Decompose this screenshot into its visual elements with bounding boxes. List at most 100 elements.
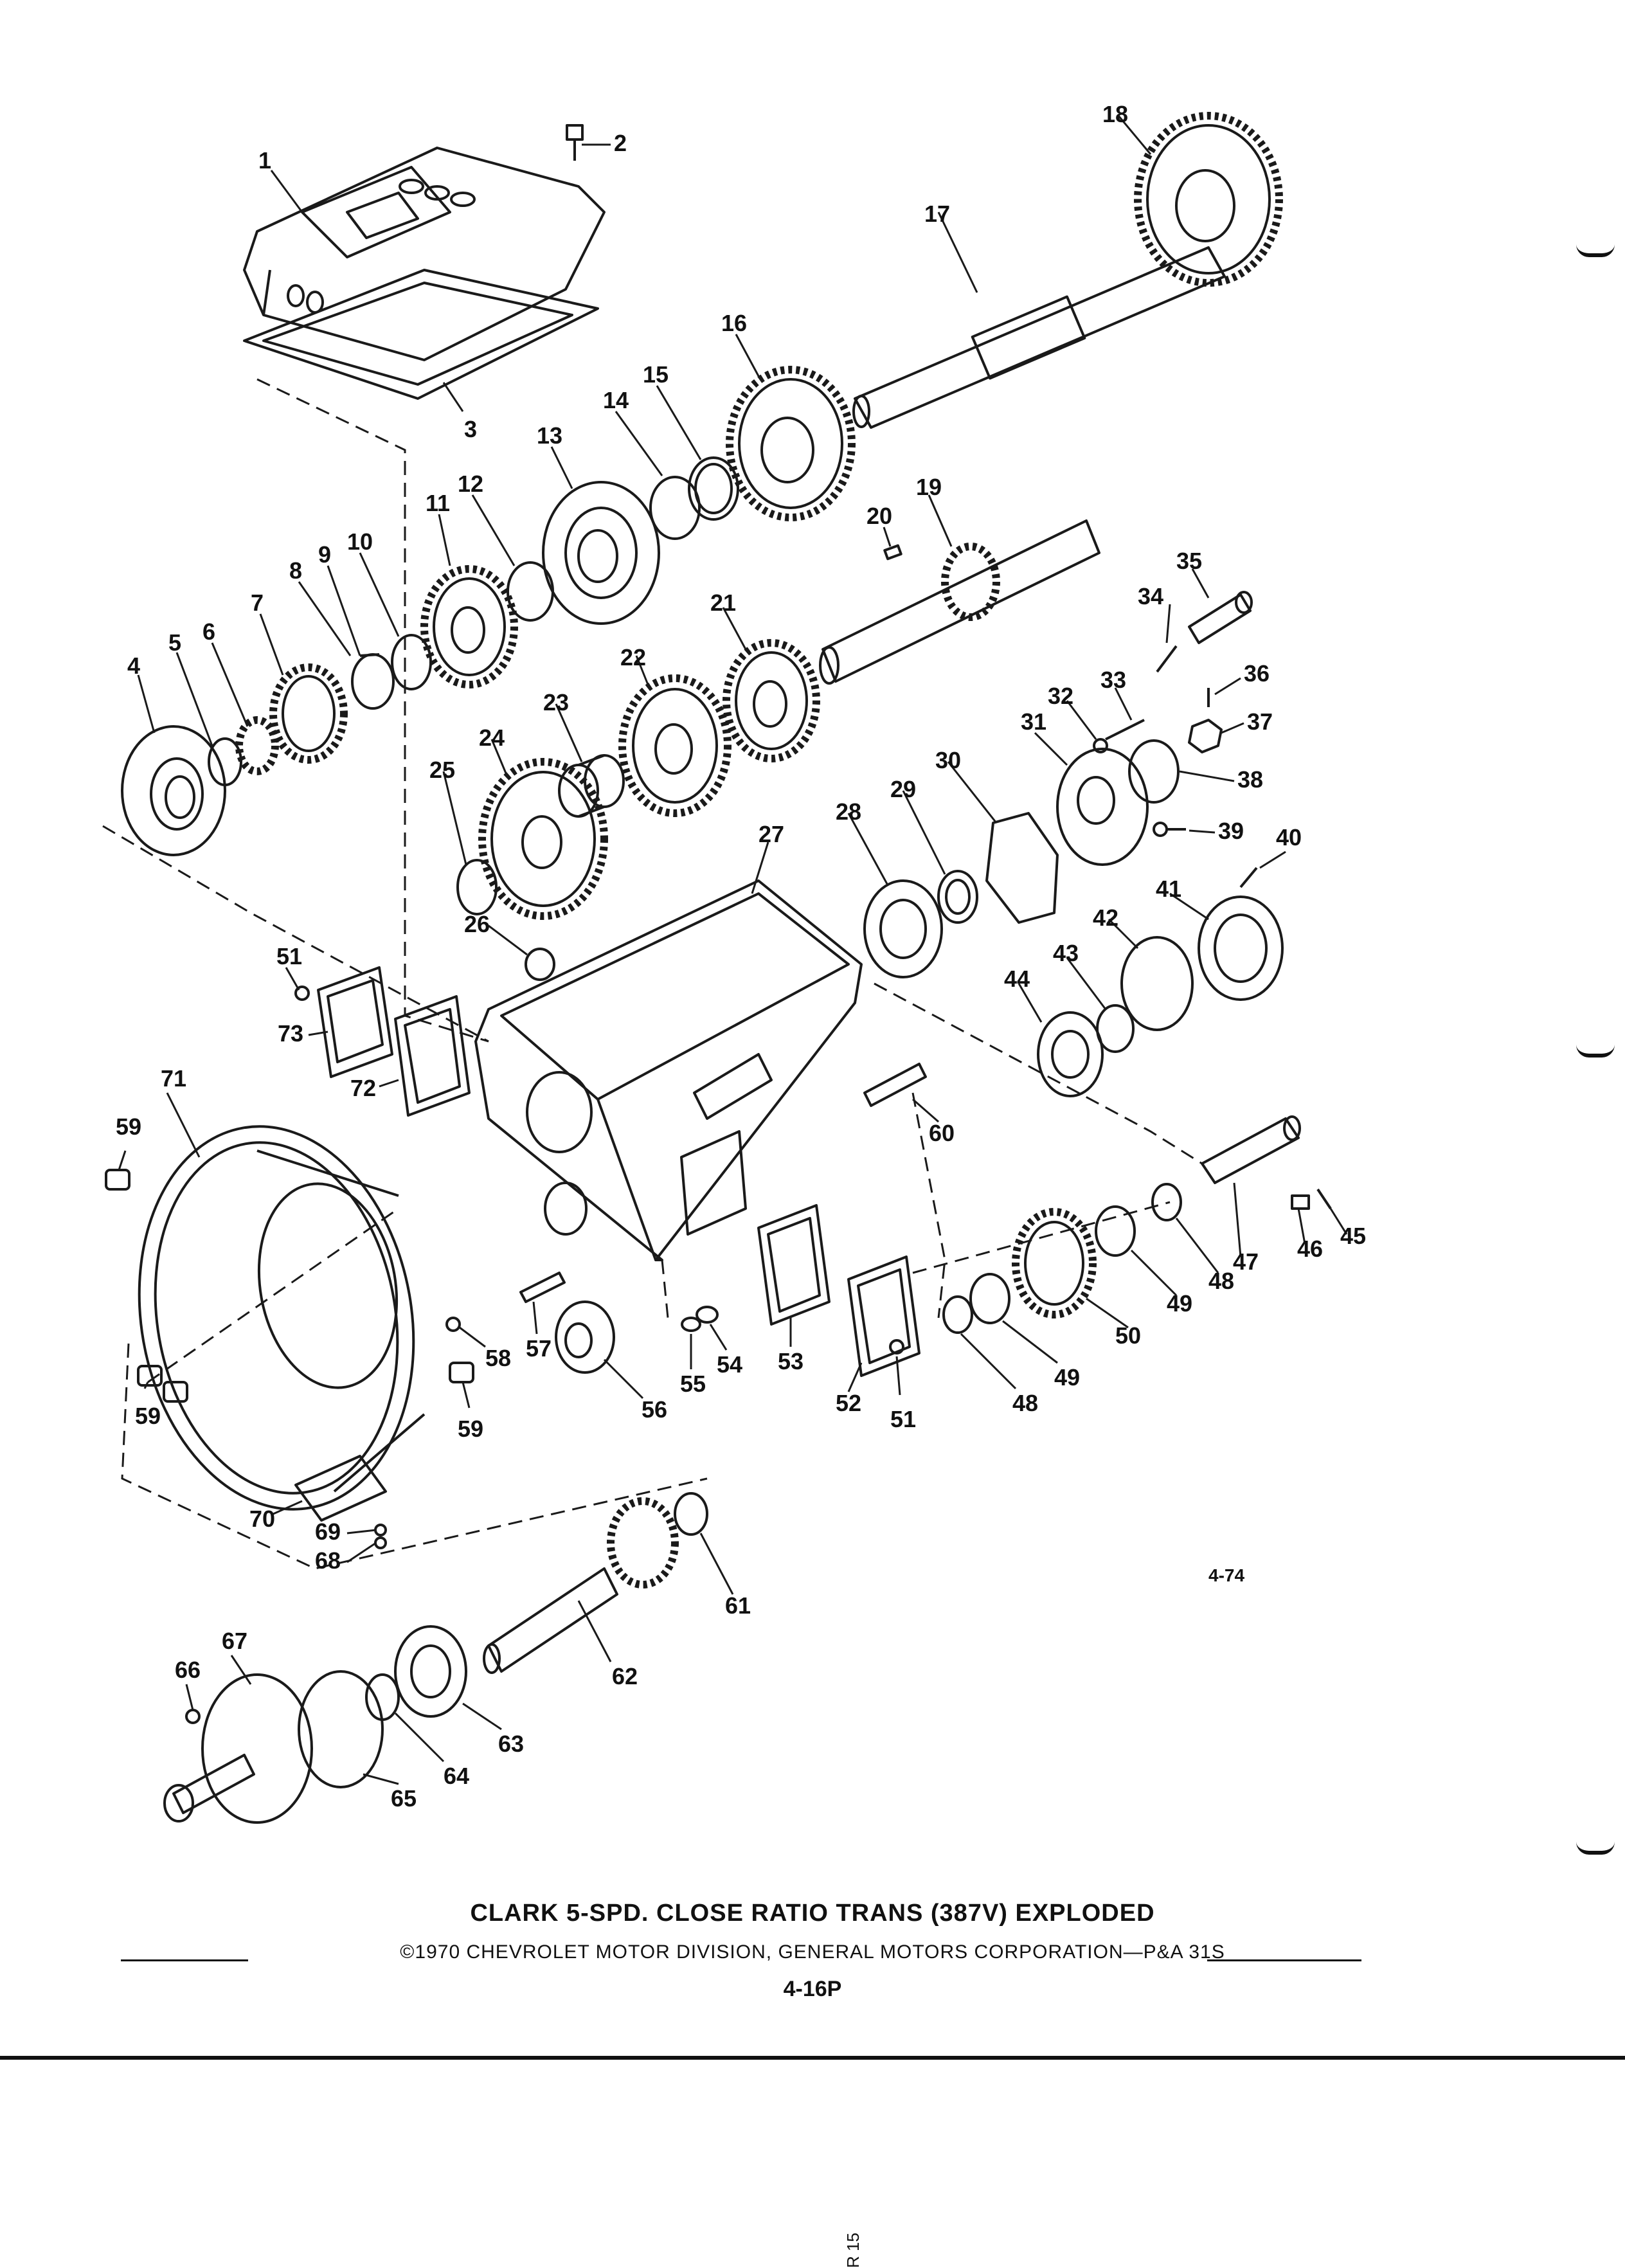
- callout-10: 10: [347, 528, 373, 555]
- page-number: 4-16P: [783, 1977, 842, 2001]
- bolt-40-part: [1239, 867, 1258, 888]
- callout-35: 35: [1176, 548, 1202, 574]
- callout-20: 20: [866, 503, 892, 529]
- shift-cover-part: [243, 147, 606, 361]
- bolt-66-part: [185, 1709, 201, 1724]
- callout-64: 64: [444, 1763, 469, 1789]
- cover-41-part: [1198, 896, 1284, 1001]
- callout-39: 39: [1218, 818, 1244, 844]
- bolt-51-part: [294, 986, 904, 1354]
- callout-9: 9: [318, 541, 331, 568]
- callout-59-c: 59: [458, 1416, 483, 1442]
- nut-54-part: [696, 1306, 719, 1324]
- callout-8: 8: [289, 557, 302, 584]
- callout-11: 11: [426, 490, 450, 516]
- cover-53-part: [757, 1204, 830, 1326]
- gear-7-part: [269, 663, 348, 764]
- callout-34: 34: [1138, 583, 1163, 609]
- pin-34-part: [1156, 645, 1178, 673]
- callout-33: 33: [1100, 667, 1126, 693]
- cover-bolt-part: [566, 124, 584, 161]
- transmission-case-part: [474, 879, 863, 1261]
- gear-11-part: [420, 565, 518, 688]
- callout-15: 15: [643, 361, 669, 388]
- lock-46-part: [1291, 1194, 1310, 1210]
- callout-66: 66: [175, 1657, 201, 1683]
- washer-48-part: [942, 1183, 1182, 1334]
- assembly-dash-lines: [102, 378, 1203, 1570]
- bearing-61-part: [674, 1492, 708, 1536]
- gear-24-part: [478, 758, 608, 920]
- gear-16-part: [726, 366, 856, 521]
- reverse-idler-gear-50-part: [1012, 1208, 1097, 1318]
- callout-18: 18: [1102, 101, 1128, 127]
- callout-3: 3: [464, 416, 477, 442]
- mainshaft-gear-18-part: [1134, 112, 1283, 287]
- callout-45: 45: [1340, 1223, 1366, 1249]
- callout-28: 28: [836, 798, 861, 825]
- cover-72-part: [394, 995, 471, 1117]
- callout-25: 25: [429, 757, 455, 783]
- callout-27: 27: [759, 821, 784, 847]
- callout-23: 23: [543, 689, 569, 716]
- bearing-8-part: [351, 653, 395, 710]
- bolt-68-part: [374, 1536, 387, 1549]
- callout-70: 70: [249, 1506, 275, 1532]
- figure-code: 4-74: [1208, 1565, 1245, 1585]
- washer-10-part: [391, 634, 432, 690]
- callout-42: 42: [1093, 905, 1118, 931]
- gasket-65-part: [298, 1670, 384, 1788]
- callout-56: 56: [642, 1396, 667, 1423]
- fitting-58-part: [445, 1317, 461, 1332]
- binder-mark-middle: [1576, 1045, 1615, 1058]
- retainer-4-part: [121, 725, 226, 856]
- callout-62: 62: [612, 1663, 638, 1689]
- callout-17: 17: [924, 201, 950, 227]
- copyright-line: ©1970 CHEVROLET MOTOR DIVISION, GENERAL …: [400, 1941, 1225, 1963]
- bolt-33-part: [1105, 719, 1145, 741]
- key-20-part: [883, 544, 902, 561]
- callout-47: 47: [1233, 1248, 1259, 1275]
- callout-1: 1: [258, 147, 271, 174]
- bearing-26-part: [525, 948, 555, 981]
- callout-50: 50: [1115, 1322, 1141, 1349]
- callout-16: 16: [721, 310, 747, 336]
- callout-leaders: [118, 115, 1348, 1785]
- input-shaft-62-part: [483, 1497, 679, 1674]
- callout-61: 61: [725, 1592, 751, 1619]
- washer-6-part: [235, 716, 279, 775]
- bearing-49-part: [969, 1205, 1136, 1324]
- callout-51-b: 51: [890, 1406, 916, 1432]
- cover-gasket-part: [243, 269, 599, 400]
- callout-7: 7: [251, 590, 264, 616]
- washer-43-part: [1096, 1004, 1135, 1053]
- countershaft-part: [819, 519, 1100, 685]
- callout-51: 51: [276, 943, 302, 969]
- callout-22: 22: [620, 644, 646, 670]
- gear-22-part: [618, 674, 732, 817]
- spacer-23-part: [558, 754, 625, 818]
- callout-58: 58: [485, 1345, 511, 1371]
- callout-32: 32: [1048, 683, 1073, 709]
- stud-57-part: [519, 1272, 566, 1303]
- callout-63: 63: [498, 1731, 524, 1757]
- callout-40: 40: [1276, 824, 1302, 851]
- callout-4: 4: [127, 652, 140, 679]
- caption-rule-left: [121, 1959, 248, 1961]
- washer-14-part: [649, 476, 701, 540]
- mainshaft-part: [852, 246, 1226, 429]
- callout-59-b: 59: [135, 1403, 161, 1429]
- callout-13: 13: [537, 422, 562, 449]
- snap-ring-64-part: [365, 1673, 400, 1721]
- bearing-56-part: [555, 1300, 615, 1374]
- callout-72: 72: [350, 1075, 376, 1101]
- callout-49-b: 49: [1054, 1364, 1080, 1390]
- nut-29-part: [937, 870, 978, 924]
- callout-12: 12: [458, 471, 483, 497]
- dowel-59-part: [105, 1169, 474, 1403]
- callout-21: 21: [710, 590, 736, 616]
- snap-ring-15-part: [688, 456, 739, 521]
- callout-53: 53: [778, 1348, 804, 1374]
- callout-59: 59: [116, 1113, 141, 1140]
